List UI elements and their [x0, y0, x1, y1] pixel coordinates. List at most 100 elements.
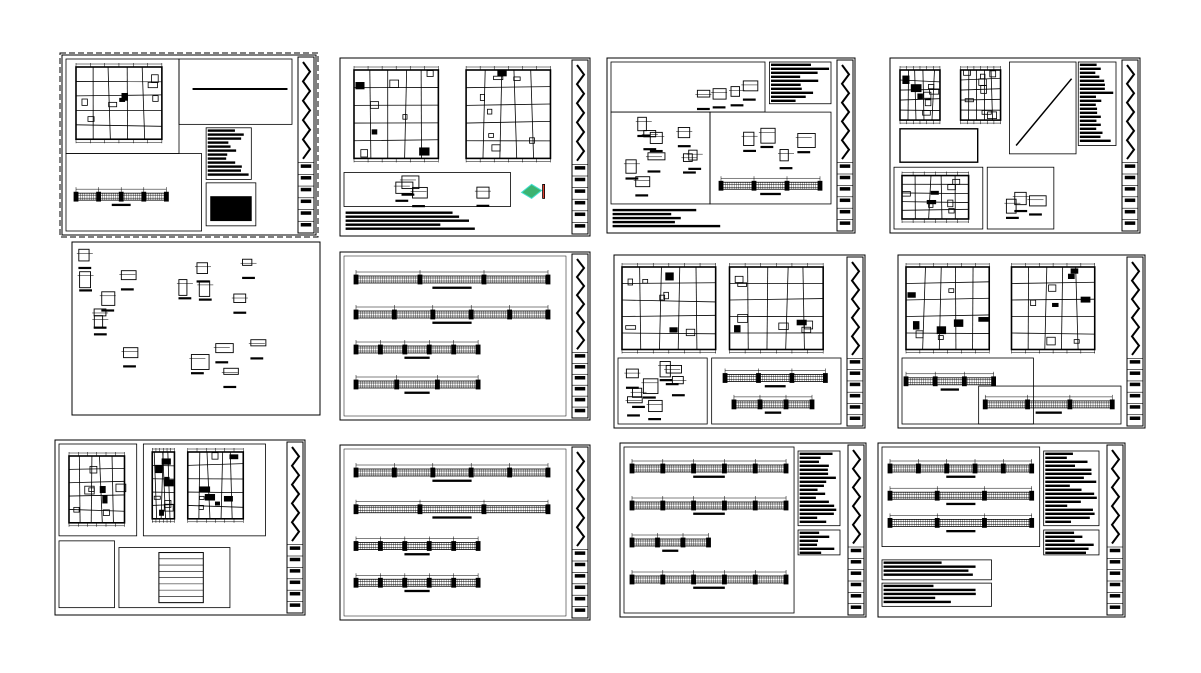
detail-label [395, 199, 409, 202]
column-support [73, 191, 79, 202]
detail-fill [210, 196, 252, 222]
detail-shape [712, 88, 727, 100]
detail-label [412, 205, 425, 208]
note-text-line [799, 508, 837, 512]
sheet-border [339, 57, 591, 237]
drawing-sheet [606, 57, 856, 234]
sub-panel [978, 385, 1122, 425]
plan-fixture [199, 495, 205, 500]
note-text-line [771, 75, 801, 79]
column-support [402, 541, 408, 551]
plan-fixture [198, 504, 204, 510]
drawing-sheet [613, 254, 866, 429]
title-block-hatch [840, 64, 851, 160]
plan-fixture [89, 465, 98, 474]
detail-label [78, 266, 92, 270]
title-block-text [1124, 175, 1136, 180]
title-block-text [850, 582, 862, 587]
detail-label [659, 379, 673, 382]
note-text-line [1045, 535, 1083, 539]
plan-fixture [915, 330, 924, 339]
plan-wall [931, 69, 935, 121]
sub-panel [711, 357, 842, 425]
plan-wall [766, 266, 769, 350]
plan-fixture [119, 97, 126, 102]
beam-label [432, 479, 472, 482]
beam-elevation [73, 187, 169, 207]
plan-fixture [978, 317, 989, 322]
plan-wall [187, 491, 244, 494]
detail-label [627, 414, 640, 417]
plan-fixture [917, 93, 923, 100]
plan-fixture [926, 199, 937, 205]
detail-label [123, 365, 136, 368]
column-support [96, 191, 101, 202]
note-text-line [1079, 119, 1097, 123]
title-block [847, 444, 865, 616]
plan-fixture [964, 98, 974, 103]
detail-label [677, 145, 691, 148]
column-support [402, 344, 408, 355]
beam-outline [889, 491, 1033, 500]
beam-label [404, 356, 430, 359]
title-block-text [839, 221, 851, 225]
title-block-frame [847, 444, 865, 616]
title-block-text [574, 397, 586, 402]
sub-panel [1077, 61, 1117, 146]
note-text-line [1079, 83, 1105, 87]
plan-wall [1011, 332, 1095, 335]
title-block [836, 59, 854, 232]
section-detail [646, 399, 663, 421]
plan-fixture [989, 70, 997, 78]
title-block-text [289, 569, 301, 573]
section-detail [240, 258, 257, 280]
note-text-line [1045, 476, 1084, 480]
beam-label [432, 286, 472, 289]
plan-fixture [902, 75, 910, 84]
section-detail [119, 270, 137, 291]
plan-fixture [491, 144, 501, 152]
plan-fixture [163, 503, 174, 512]
column-support [545, 504, 551, 515]
plan-wall [153, 451, 158, 519]
plan-fixture [108, 101, 118, 108]
plan-fixture [927, 84, 935, 90]
detail-label [643, 148, 657, 151]
contour-scale [542, 183, 545, 199]
column-support [991, 376, 996, 387]
plan-fixture [370, 101, 379, 109]
note-text-line [1045, 464, 1076, 468]
title-block-text [574, 596, 586, 601]
title-block [571, 253, 589, 419]
detail-label [476, 204, 490, 207]
plan-fixture [948, 208, 955, 214]
detail-label [198, 298, 212, 301]
beam-label [764, 385, 786, 388]
note-text-line [1079, 67, 1101, 71]
plan-fixture [948, 288, 955, 293]
plan-wall [482, 69, 486, 159]
plan-fixture [924, 99, 932, 107]
plan-fixture [229, 454, 239, 460]
title-block-text [574, 585, 586, 590]
column-support [468, 467, 474, 478]
note-text-line [799, 547, 835, 551]
title-block-text [849, 371, 861, 375]
title-block-text [289, 546, 301, 550]
beam-outline [355, 275, 549, 284]
title-block-hatch [575, 451, 586, 547]
plan-fixture [87, 116, 95, 122]
detail-shape [395, 181, 414, 194]
note-text-line [1079, 107, 1098, 111]
plan-fixture [778, 322, 789, 331]
floor-plan [899, 66, 941, 125]
detail-label [178, 297, 192, 300]
title-block-text [289, 591, 301, 596]
note-text-line [207, 165, 242, 168]
column-support [451, 541, 457, 551]
plan-fixture [981, 110, 992, 115]
section-detail [686, 149, 703, 170]
plan-fixture [923, 91, 932, 99]
note-text-line [799, 520, 827, 524]
